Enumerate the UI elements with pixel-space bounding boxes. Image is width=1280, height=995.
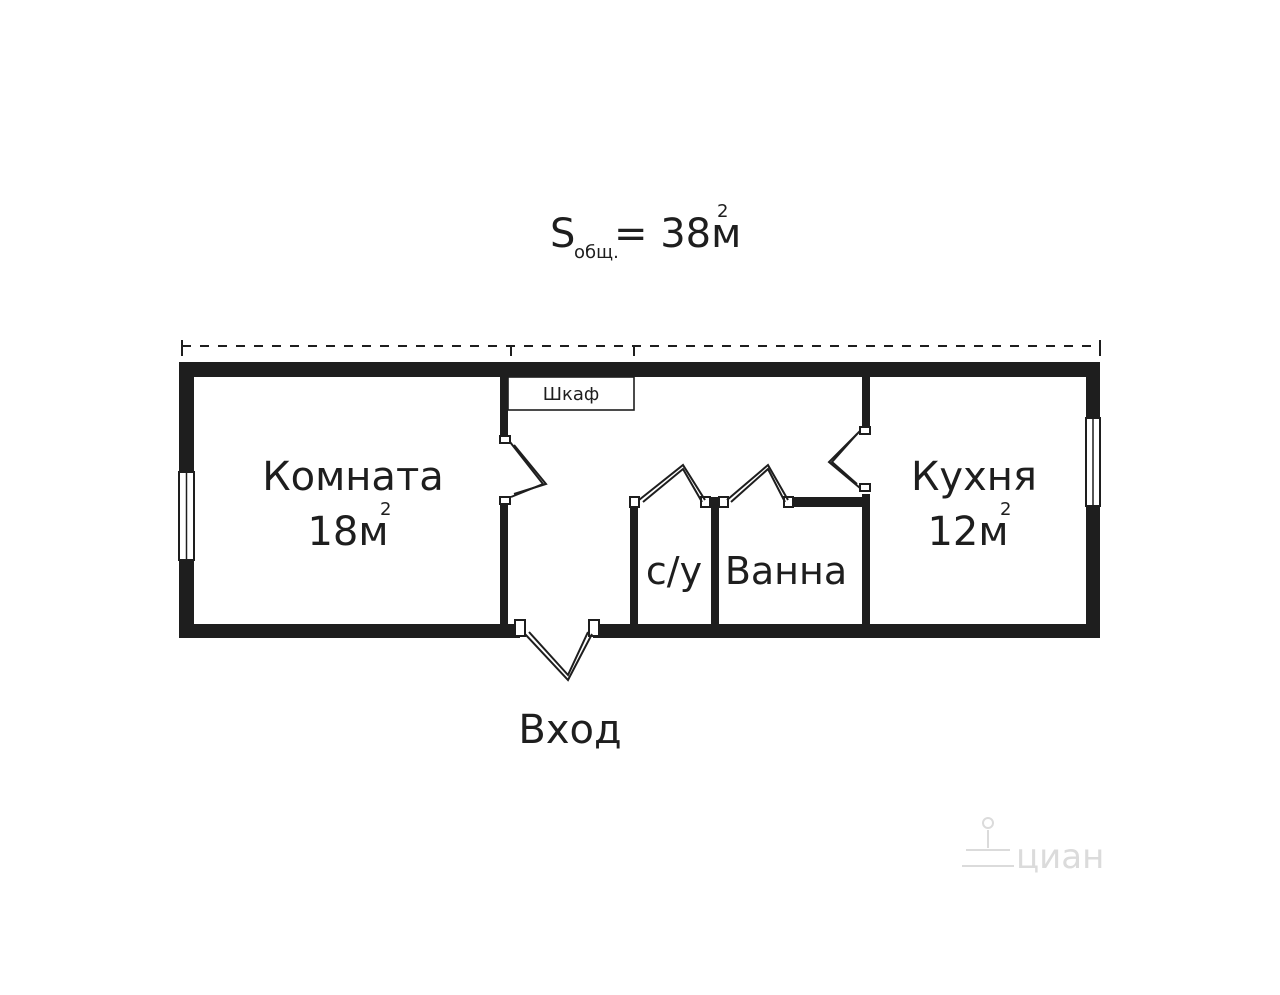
wc-label: с/у	[646, 549, 702, 593]
door-entrance	[514, 619, 600, 682]
room-area-exponent: 2	[380, 499, 391, 520]
total-area-value: = 38м	[614, 211, 741, 257]
total-area-symbol: S	[550, 211, 575, 257]
door-kitchen	[827, 426, 871, 492]
wall-room-upper	[500, 377, 508, 437]
watermark-text: циан	[1016, 837, 1104, 877]
room-label-kitchen: Кухня 12м 2	[911, 454, 1037, 555]
wall-wc-bath	[711, 497, 719, 624]
dimension-line	[181, 340, 1101, 356]
entrance-label: Вход	[518, 707, 621, 753]
wall-room-lower	[500, 502, 508, 624]
closet: Шкаф	[507, 376, 635, 411]
room-label-komnata: Комната 18м 2	[262, 454, 444, 555]
wall-kitchen-lower	[862, 494, 870, 624]
door-bath	[718, 463, 794, 508]
door-room	[499, 435, 548, 505]
wall-kitchen-upper	[862, 377, 870, 434]
kitchen-area: 12м	[927, 509, 1008, 555]
kitchen-name: Кухня	[911, 454, 1037, 500]
wall-top	[179, 362, 1100, 377]
kitchen-area-exponent: 2	[1000, 499, 1011, 520]
interior-walls	[500, 377, 870, 624]
room-area: 18м	[307, 509, 388, 555]
closet-label: Шкаф	[543, 384, 600, 405]
outer-walls	[179, 362, 1100, 638]
bath-label: Ванна	[725, 549, 847, 593]
total-area-subscript: общ.	[574, 242, 619, 263]
wall-wc-left	[630, 497, 638, 624]
door-wc	[629, 463, 711, 508]
room-name: Комната	[262, 454, 444, 500]
wall-bath-top	[792, 497, 862, 507]
window-left	[178, 471, 195, 561]
watermark: циан	[962, 817, 1104, 877]
wall-bottom-left	[179, 624, 520, 638]
total-area-exponent: 2	[717, 201, 728, 222]
window-right	[1085, 417, 1101, 507]
cian-logo-icon	[962, 817, 1014, 867]
wall-bottom-right	[593, 624, 1100, 638]
total-area-title: S общ. = 38м 2	[550, 201, 741, 263]
